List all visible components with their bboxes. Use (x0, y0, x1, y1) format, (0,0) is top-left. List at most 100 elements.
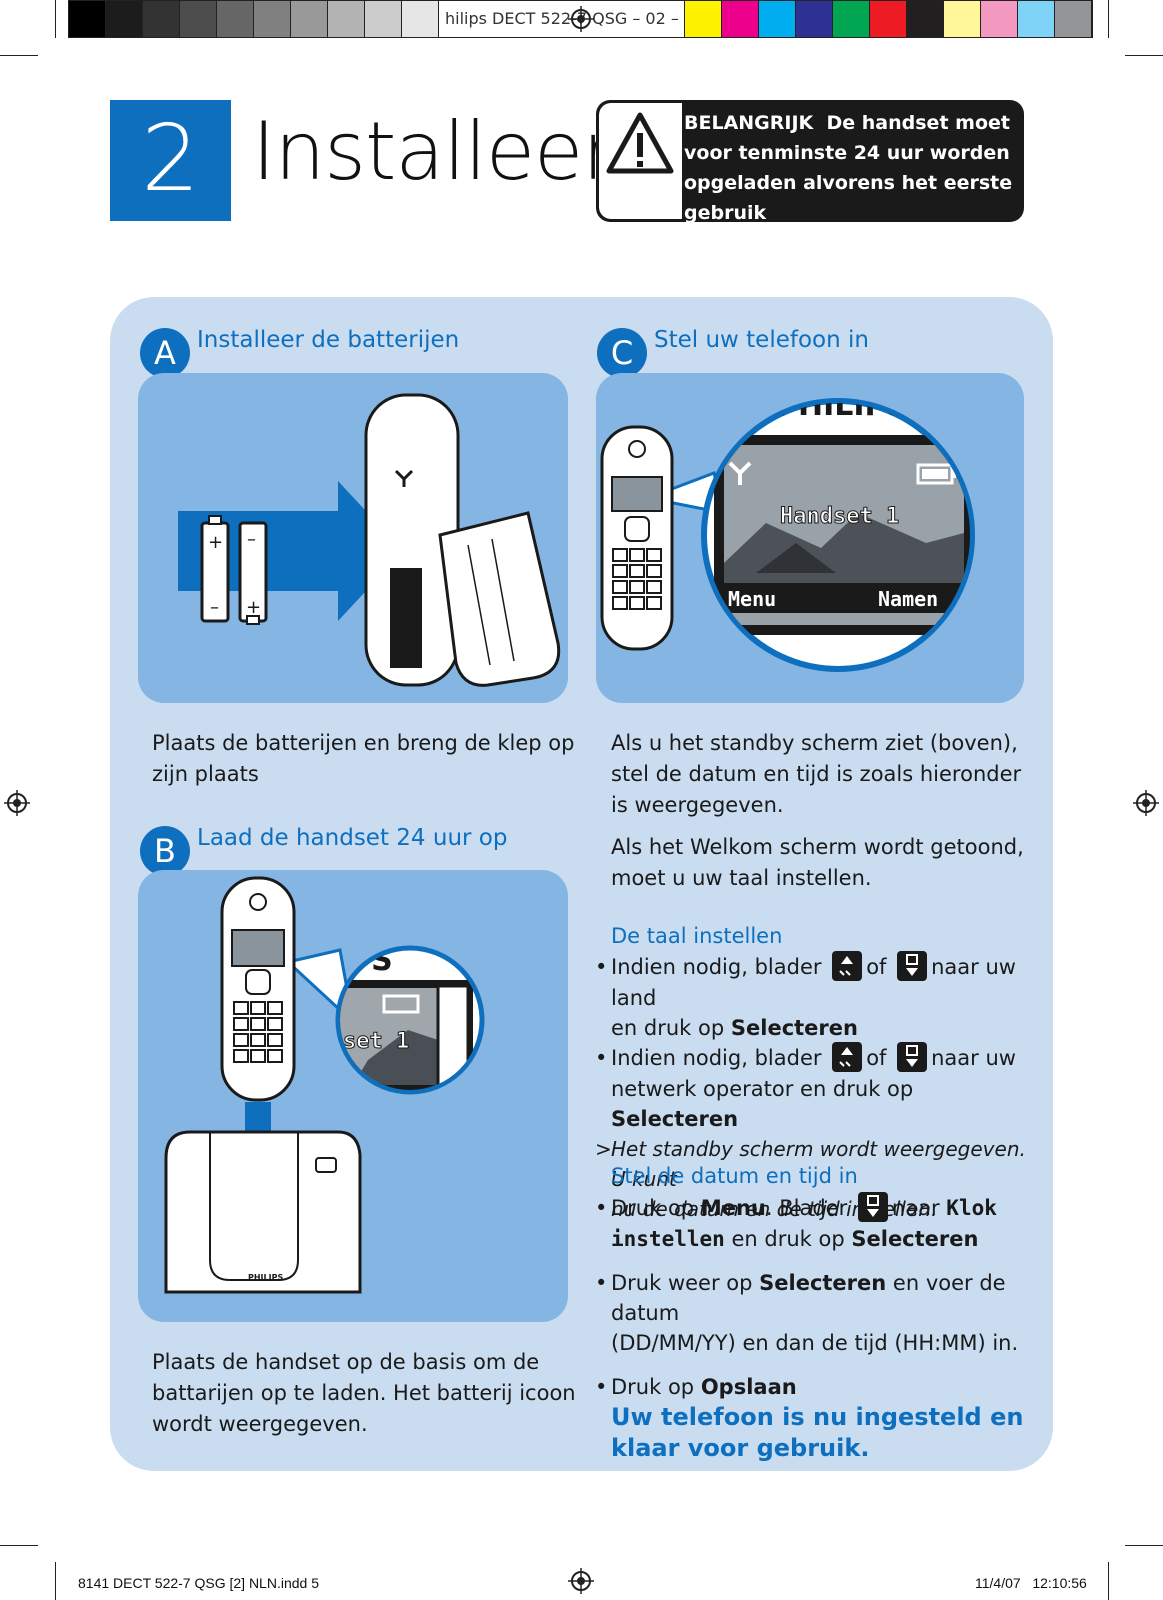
gray-swatch (217, 1, 254, 37)
intro-line: stel de datum en tijd is zoals hieronder (611, 762, 1022, 786)
scroll-down-key-icon (897, 951, 928, 981)
registration-mark-icon (568, 1568, 594, 1594)
svg-text:–: – (247, 529, 256, 550)
warning-label: BELANGRIJK (684, 112, 814, 134)
lcd-title-text: Handset 1 (780, 504, 899, 529)
print-slug-text: hilips DECT 522-7 QSG – 02 – (445, 9, 679, 28)
klok-label: Klok (946, 1196, 997, 1220)
svg-text:–: – (210, 597, 219, 618)
step-text: naar (891, 1196, 940, 1220)
select-label: Selecteren (611, 1107, 739, 1131)
step-text: netwerk operator en druk op (611, 1077, 914, 1101)
charging-illustration: set 1 IPS PHILIPS (138, 870, 568, 1322)
step-text: Druk weer op (611, 1271, 753, 1295)
step-text: Indien nodig, blader (611, 1046, 822, 1070)
print-slug: hilips DECT 522-7 QSG – 02 – (439, 1, 685, 37)
gray-swatch (254, 1, 291, 37)
battery-install-drawing: + – – + (178, 393, 561, 687)
section-c-title: Stel uw telefoon in (654, 327, 869, 353)
footer-timestamp: 11/4/07 12:10:56 (975, 1575, 1087, 1591)
section-b-caption: Plaats de handset op de basis om de batt… (152, 1347, 576, 1440)
step-text: en druk op (611, 1016, 725, 1040)
crop-mark (1108, 0, 1109, 38)
caption-line: battarijen op te laden. Het batterij ico… (152, 1381, 576, 1405)
gray-swatch (106, 1, 143, 37)
step-text: naar uw land (611, 955, 1016, 1010)
gray-swatch (365, 1, 402, 37)
section-a-badge: A (140, 328, 190, 378)
crop-mark (55, 0, 56, 38)
scroll-up-key-icon (832, 1042, 863, 1072)
color-swatch (1018, 1, 1055, 37)
scroll-down-key-icon (897, 1042, 928, 1072)
completion-line: Uw telefoon is nu ingesteld en (611, 1403, 1024, 1431)
warning-message: De handset moet voor tenminste 24 uur wo… (684, 112, 1013, 224)
gray-swatch (69, 1, 106, 37)
caption-line: zijn plaats (152, 762, 259, 786)
caption-line: wordt weergegeven. (152, 1412, 368, 1436)
svg-text:+: + (208, 532, 223, 553)
section-c-badge: C (597, 328, 647, 378)
step-text: Indien nodig, blader (611, 955, 822, 979)
save-label: Opslaan (700, 1375, 797, 1399)
footer-time: 12:10:56 (1032, 1575, 1087, 1591)
battery-install-illustration: + – – + (138, 373, 568, 703)
step-text: (DD/MM/YY) en dan de tijd (HH:MM) in. (611, 1331, 1019, 1355)
lcd-zoom-text: set 1 (343, 1029, 409, 1054)
step-text: naar uw (931, 1046, 1016, 1070)
instellen-label: instellen (611, 1227, 725, 1251)
section-a-title: Installeer de batterijen (197, 327, 460, 353)
step-text: . Blader (765, 1196, 848, 1220)
registration-mark-icon (1133, 790, 1159, 816)
color-swatch (907, 1, 944, 37)
crop-mark (0, 1545, 38, 1546)
svg-text:+: + (246, 597, 261, 618)
base-brand-text: PHILIPS (248, 1273, 283, 1282)
color-swatch (833, 1, 870, 37)
color-swatch (870, 1, 907, 37)
section-b-title: Laad de handset 24 uur op (197, 825, 508, 851)
warning-text: BELANGRIJK De handset moet voor tenminst… (684, 108, 1014, 228)
step-number-badge: 2 (110, 100, 231, 221)
welcome-line: moet u uw taal instellen. (611, 866, 872, 890)
step-text: en voer de datum (611, 1271, 1006, 1325)
phone-setup-illustration: PHILIPS Handset 1 Menu Namen (596, 373, 1024, 703)
registration-mark-icon (4, 790, 30, 816)
menu-label: Menu (700, 1196, 766, 1220)
gray-swatch (402, 1, 439, 37)
charging-drawing: set 1 IPS PHILIPS (164, 876, 485, 1294)
lcd-softkey-left: Menu (728, 587, 776, 611)
color-swatch (685, 1, 722, 37)
language-subtitle: De taal instellen (611, 924, 783, 948)
section-c-intro: Als u het standby scherm ziet (boven), s… (611, 728, 1021, 821)
crop-mark (55, 1562, 56, 1600)
section-c-welcome: Als het Welkom scherm wordt getoond, moe… (611, 832, 1024, 894)
caption-line: Plaats de handset op de basis om de (152, 1350, 540, 1374)
color-swatch (759, 1, 796, 37)
footer-file-info: 8141 DECT 522-7 QSG [2] NLN.indd 5 (78, 1575, 319, 1591)
step-text: en druk op (731, 1227, 845, 1251)
section-b-badge: B (140, 826, 190, 876)
crop-mark (1125, 55, 1163, 56)
print-color-bar: hilips DECT 522-7 QSG – 02 – (68, 0, 1093, 38)
step-text: of (866, 955, 887, 979)
gray-swatch (143, 1, 180, 37)
crop-mark (1125, 1545, 1163, 1546)
language-step-1: • Indien nodig, blader of naar uw land e… (595, 951, 1035, 1043)
select-label: Selecteren (759, 1271, 887, 1295)
warning-box: BELANGRIJK De handset moet voor tenminst… (596, 100, 1024, 224)
datetime-step-2: • Druk weer op Selecteren en voer de dat… (595, 1271, 1019, 1355)
completion-message: Uw telefoon is nu ingesteld en klaar voo… (611, 1402, 1023, 1464)
caption-line: Plaats de batterijen en breng de klep op (152, 731, 575, 755)
select-label: Selecteren (851, 1227, 979, 1251)
datetime-steps: • Druk op Menu. Blader naar Klok instell… (595, 1192, 1035, 1402)
scroll-down-key-icon (857, 1192, 888, 1222)
section-a-caption: Plaats de batterijen en breng de klep op… (152, 728, 574, 790)
gray-swatch (291, 1, 328, 37)
step-text: Druk op (611, 1375, 695, 1399)
color-swatch (722, 1, 759, 37)
registration-mark-icon (568, 6, 594, 32)
datetime-step-1: • Druk op Menu. Blader naar Klok instell… (595, 1192, 1035, 1254)
crop-mark (0, 55, 38, 56)
welcome-line: Als het Welkom scherm wordt getoond, (611, 835, 1024, 859)
